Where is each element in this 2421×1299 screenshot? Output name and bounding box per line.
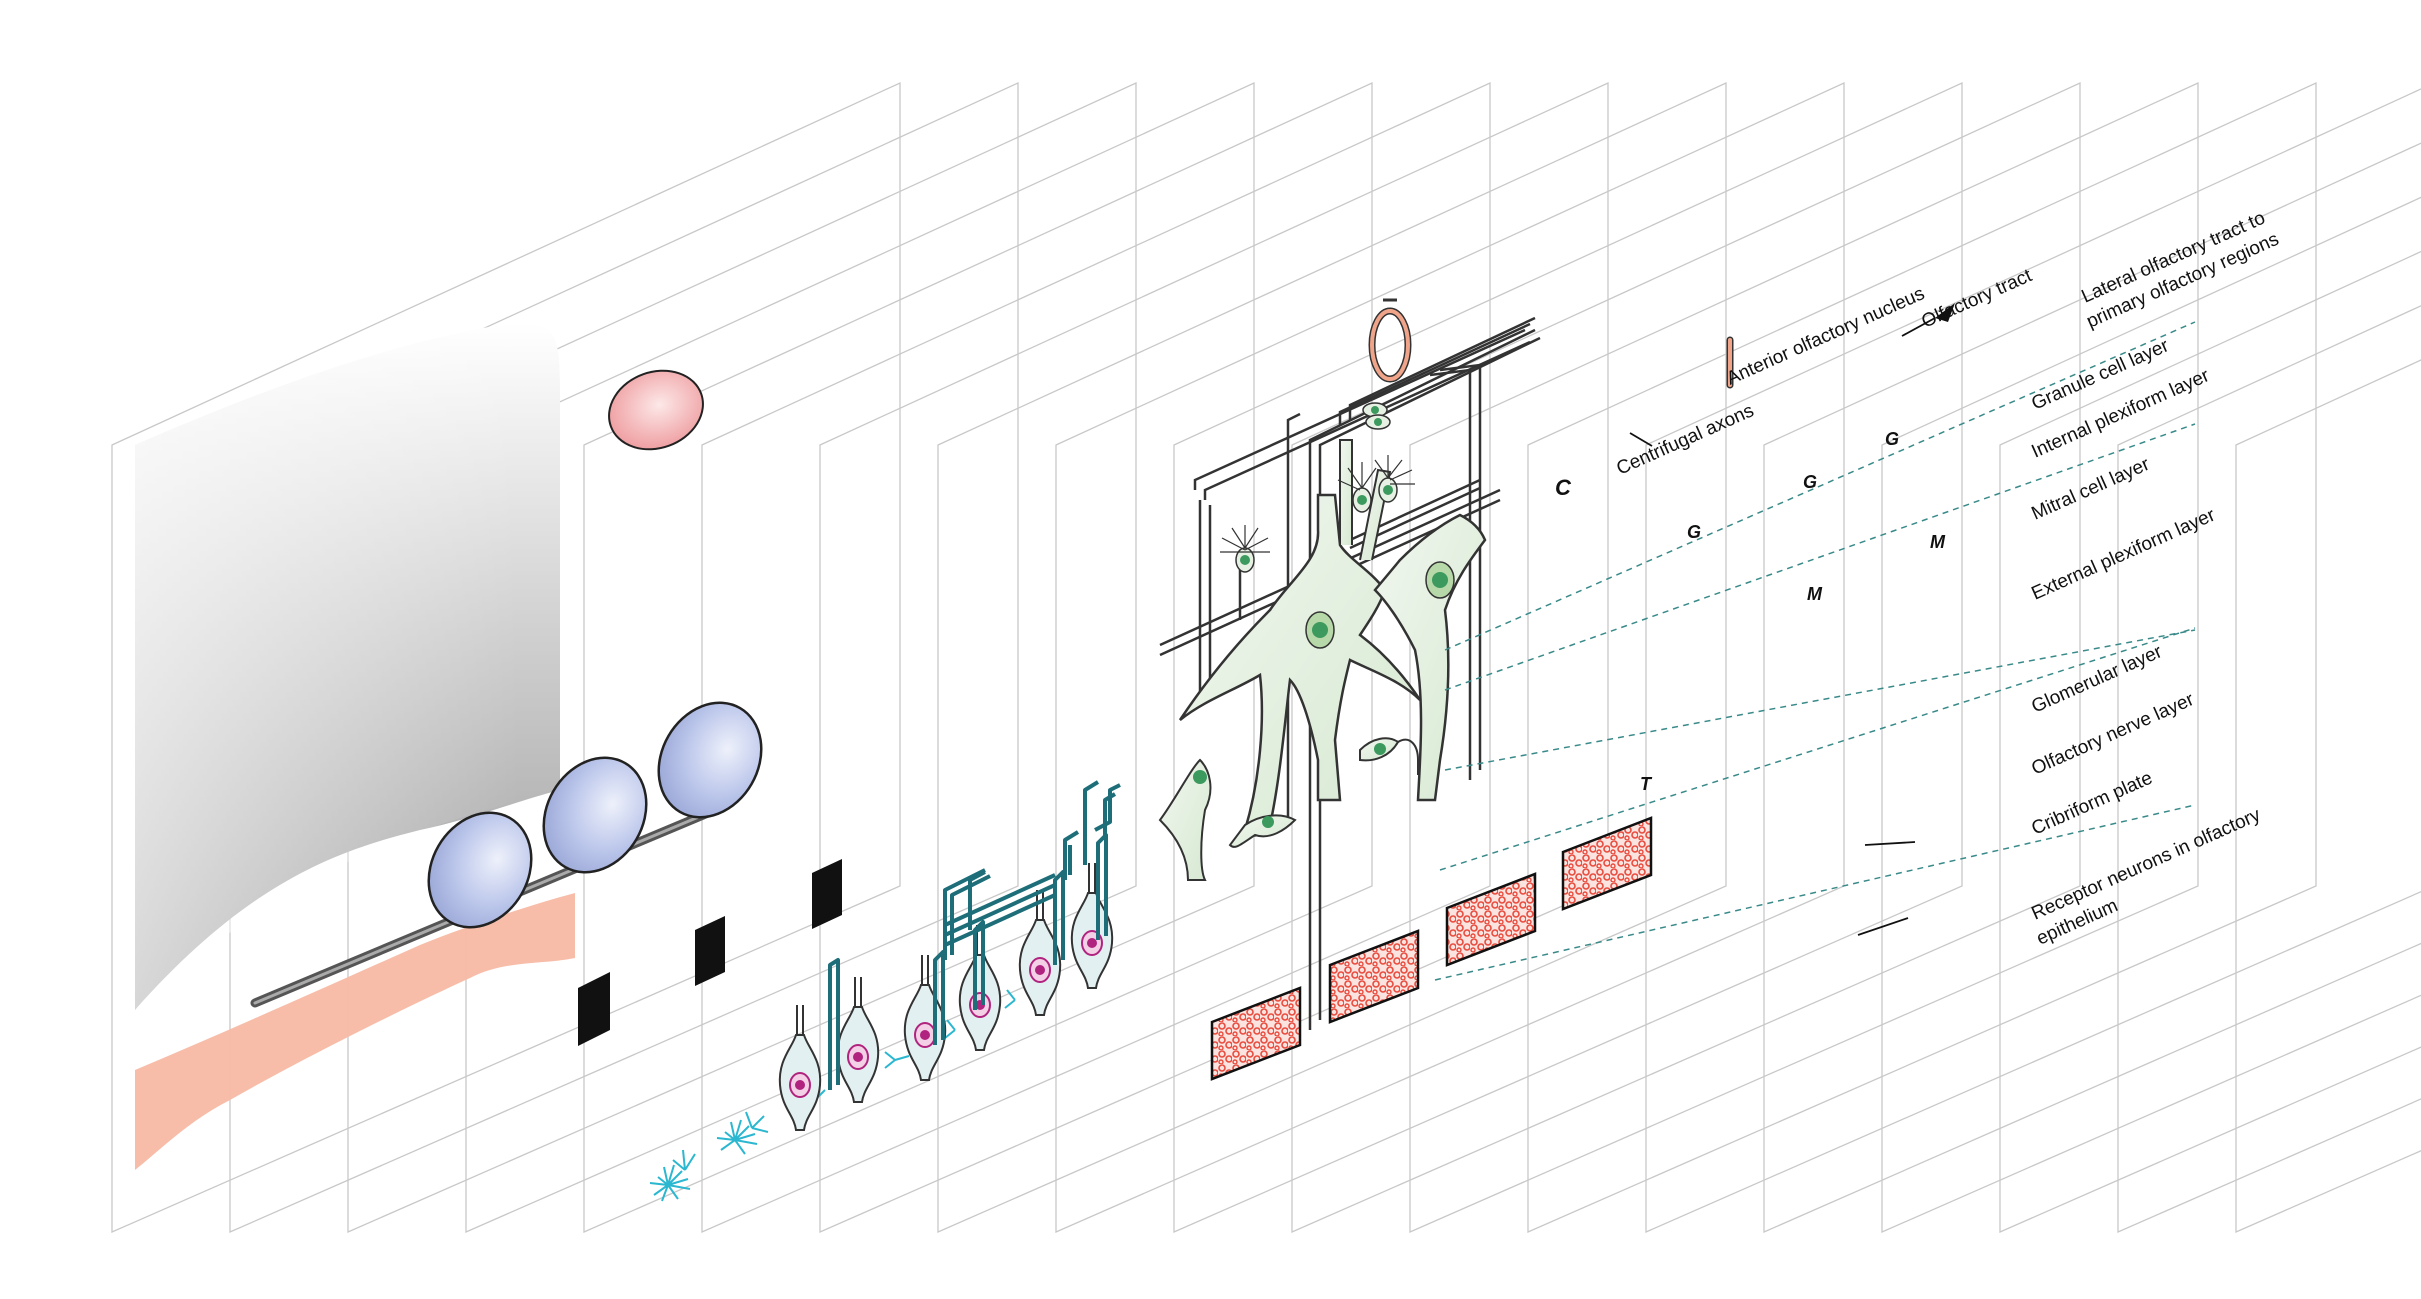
label-external-plexiform: External plexiform layer bbox=[2028, 504, 2219, 604]
letter-g-1: G bbox=[1687, 522, 1701, 542]
layer-panel bbox=[1291, 81, 2081, 1233]
label-glomerular: Glomerular layer bbox=[2028, 641, 2165, 718]
layer-panel bbox=[937, 81, 1727, 1233]
layer-panel bbox=[2235, 359, 2421, 1233]
receptor-axon bbox=[796, 1005, 804, 1035]
label-centrifugal: Centrifugal axons bbox=[1613, 400, 1757, 479]
receptor-axon bbox=[854, 977, 862, 1007]
glomeruli-spheres bbox=[427, 701, 763, 929]
letter-g-3: G bbox=[1885, 429, 1899, 449]
receptor-neurons bbox=[778, 863, 1114, 1131]
cribriform-plate-blocks bbox=[578, 859, 842, 1046]
letter-t: T bbox=[1640, 774, 1653, 794]
receptor-nucleolus bbox=[1035, 965, 1045, 975]
layer-panel bbox=[1645, 88, 2421, 1233]
layer-panel bbox=[1173, 81, 1963, 1233]
receptor-nucleolus bbox=[853, 1052, 863, 1062]
pointer-lines bbox=[1629, 317, 1936, 936]
receptor-nucleolus bbox=[795, 1080, 805, 1090]
nasal-cavity-background bbox=[135, 323, 560, 1010]
receptor-axon-bundles bbox=[828, 780, 1194, 1090]
label-olfactory-tract: Olfactory tract bbox=[1918, 265, 2035, 333]
layer-panel bbox=[1527, 81, 2317, 1233]
layer-panel bbox=[583, 81, 1373, 1233]
layer-panel bbox=[347, 81, 1137, 1233]
receptor-neuron bbox=[1018, 890, 1062, 1016]
receptor-neuron bbox=[778, 1005, 822, 1131]
receptor-nucleolus bbox=[1087, 938, 1097, 948]
cell-type-letters: C G G G M M T bbox=[1555, 429, 1946, 794]
layer-panel bbox=[1999, 250, 2421, 1233]
layer-panel bbox=[2117, 305, 2421, 1233]
receptor-neuron bbox=[958, 925, 1002, 1051]
tufted-cells bbox=[1158, 737, 1419, 881]
letter-c: C bbox=[1555, 475, 1572, 500]
letter-g-2: G bbox=[1803, 472, 1817, 492]
receptor-neuron bbox=[836, 977, 880, 1103]
receptor-nucleolus bbox=[920, 1030, 930, 1040]
mitral-cells bbox=[1158, 402, 1487, 881]
layer-panel bbox=[111, 81, 901, 1233]
receptor-axon bbox=[1088, 863, 1096, 893]
layer-panel bbox=[229, 81, 1019, 1233]
arrow-icon bbox=[1935, 303, 1955, 322]
receptor-axon bbox=[921, 955, 929, 985]
receptor-neuron bbox=[903, 955, 947, 1081]
letter-m-2: M bbox=[1930, 532, 1946, 552]
layer-labels: Lateral olfactory tract to primary olfac… bbox=[1613, 208, 2282, 950]
glomerulus-boxes bbox=[1210, 816, 1653, 1081]
label-anterior-nucleus: Anterior olfactory nucleus bbox=[1723, 283, 1927, 389]
centrifugal-loop bbox=[1368, 298, 1412, 383]
label-mitral-layer: Mitral cell layer bbox=[2028, 454, 2153, 525]
layer-boundaries bbox=[1434, 321, 2196, 981]
olfactory-bulb-ellipse bbox=[608, 369, 704, 451]
letter-m-1: M bbox=[1807, 584, 1823, 604]
granule-cells bbox=[1220, 402, 1415, 573]
receptor-neuron bbox=[1070, 863, 1114, 989]
layer-panels bbox=[111, 81, 2421, 1233]
olfactory-epithelium bbox=[135, 893, 575, 1170]
layer-panel bbox=[1881, 196, 2421, 1233]
cilia-tufts bbox=[649, 989, 1016, 1202]
layer-panel bbox=[1763, 142, 2421, 1233]
